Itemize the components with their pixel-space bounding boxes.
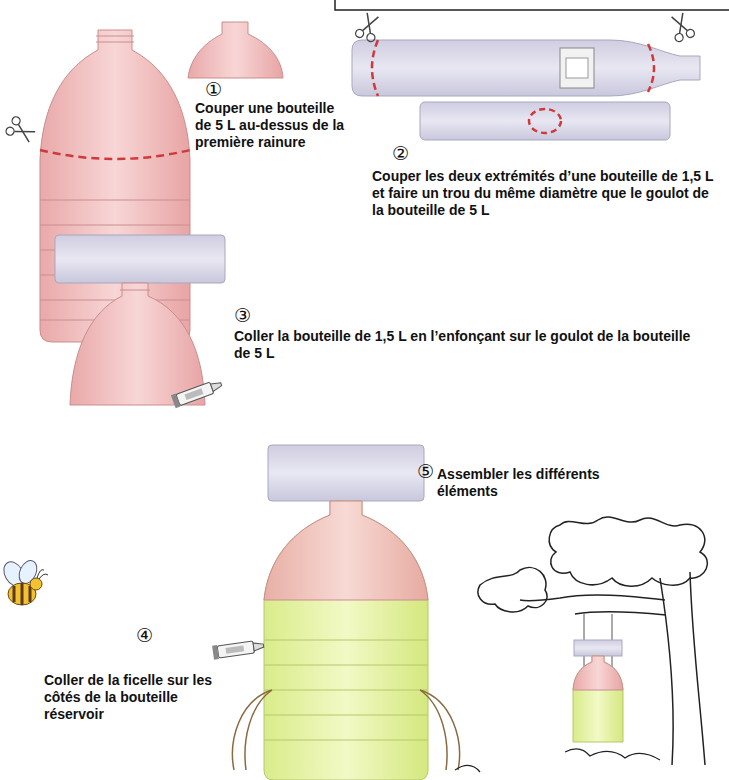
instruction-text: Assembler les différents éléments (437, 466, 647, 500)
step-number: ④ (136, 626, 153, 645)
step-number: ① (205, 80, 222, 99)
instruction-text: Couper une bouteille de 5 L au-dessus de… (195, 100, 345, 151)
step-number: ⑤ (417, 462, 434, 481)
step-number: ② (392, 144, 409, 163)
instruction-text: Coller la bouteille de 1,5 L en l’enfonç… (234, 328, 704, 362)
step-number: ③ (234, 306, 251, 325)
instruction-text: Coller de la ficelle sur les côtés de la… (44, 672, 214, 723)
instruction-text: Couper les deux extrémités d’une bouteil… (372, 168, 717, 219)
